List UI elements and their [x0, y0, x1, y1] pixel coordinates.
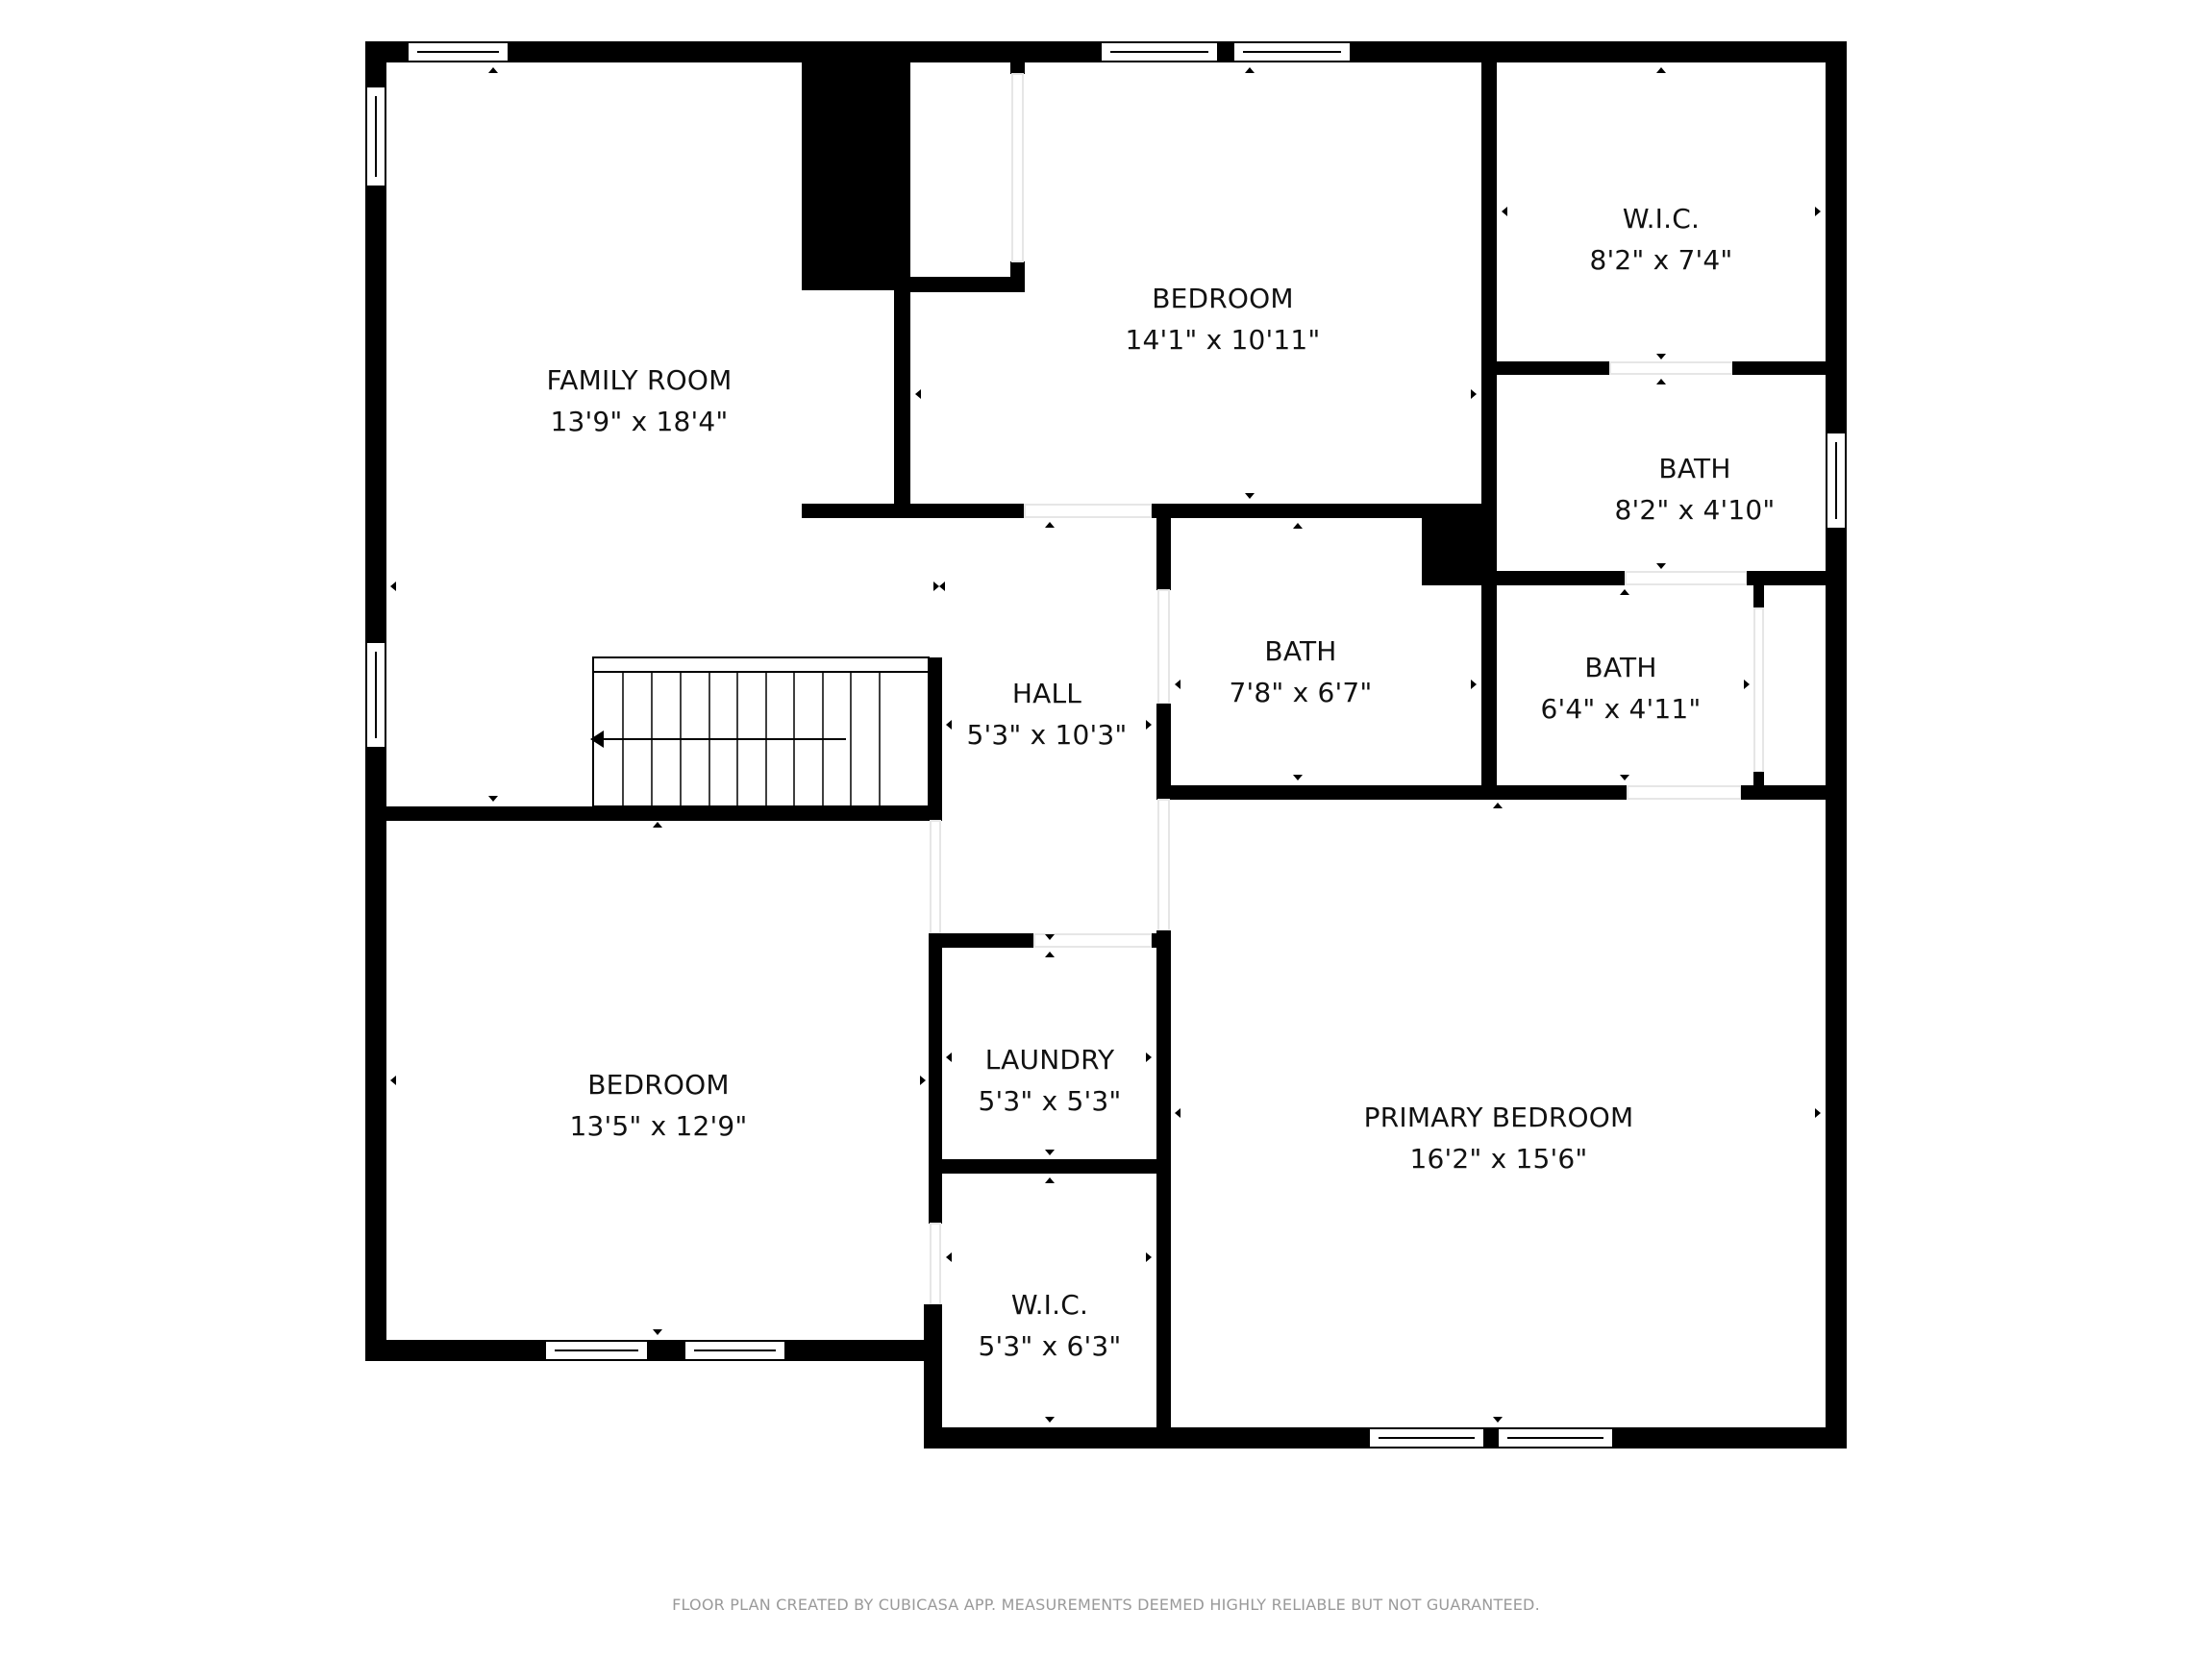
room-name: W.I.C. [1622, 203, 1701, 235]
interior-walls [386, 62, 1826, 1449]
room-dimensions: 5'3" x 6'3" [978, 1330, 1122, 1362]
room-name: FAMILY ROOM [546, 364, 733, 396]
room-dimensions: 16'2" x 15'6" [1409, 1143, 1588, 1175]
room-name: BEDROOM [587, 1069, 730, 1101]
room-dimensions: 5'3" x 10'3" [966, 719, 1128, 751]
room-label-bath-small: BATH 6'4" x 4'11" [1541, 647, 1702, 730]
staircase [590, 656, 930, 807]
room-label-wic-north: W.I.C. 8'2" x 7'4" [1590, 198, 1733, 281]
dimension-markers [390, 67, 1821, 1423]
room-name: LAUNDRY [984, 1044, 1115, 1076]
room-label-hall: HALL 5'3" x 10'3" [967, 673, 1128, 755]
room-label-bath-center: BATH 7'8" x 6'7" [1230, 631, 1373, 713]
room-label-wic-south: W.I.C. 5'3" x 6'3" [979, 1284, 1122, 1367]
footer-disclaimer: FLOOR PLAN CREATED BY CUBICASA APP. MEAS… [672, 1596, 1540, 1614]
room-dimensions: 7'8" x 6'7" [1229, 677, 1373, 708]
room-name: BEDROOM [1152, 283, 1294, 314]
room-label-family-room: FAMILY ROOM 13'9" x 18'4" [547, 359, 733, 442]
room-name: W.I.C. [1010, 1289, 1089, 1321]
room-name: HALL [1011, 678, 1082, 709]
room-dimensions: 13'9" x 18'4" [550, 406, 729, 437]
room-name: BATH [1658, 453, 1731, 484]
room-dimensions: 8'2" x 4'10" [1614, 494, 1776, 526]
room-label-bath-primary: BATH 8'2" x 4'10" [1615, 448, 1776, 531]
room-label-bedroom-south: BEDROOM 13'5" x 12'9" [569, 1064, 747, 1147]
room-dimensions: 5'3" x 5'3" [978, 1085, 1122, 1117]
room-label-bedroom-north: BEDROOM 14'1" x 10'11" [1125, 278, 1320, 360]
room-dimensions: 13'5" x 12'9" [569, 1110, 748, 1142]
room-dimensions: 6'4" x 4'11" [1540, 693, 1702, 725]
room-name: PRIMARY BEDROOM [1363, 1102, 1634, 1133]
room-dimensions: 8'2" x 7'4" [1589, 244, 1733, 276]
room-dimensions: 14'1" x 10'11" [1125, 324, 1321, 356]
stair-direction-arrow-icon [590, 730, 604, 748]
room-label-laundry: LAUNDRY 5'3" x 5'3" [979, 1039, 1122, 1122]
room-name: BATH [1584, 652, 1657, 683]
room-label-primary-bedroom: PRIMARY BEDROOM 16'2" x 15'6" [1364, 1097, 1634, 1179]
room-name: BATH [1264, 635, 1337, 667]
windows [365, 41, 1847, 1449]
